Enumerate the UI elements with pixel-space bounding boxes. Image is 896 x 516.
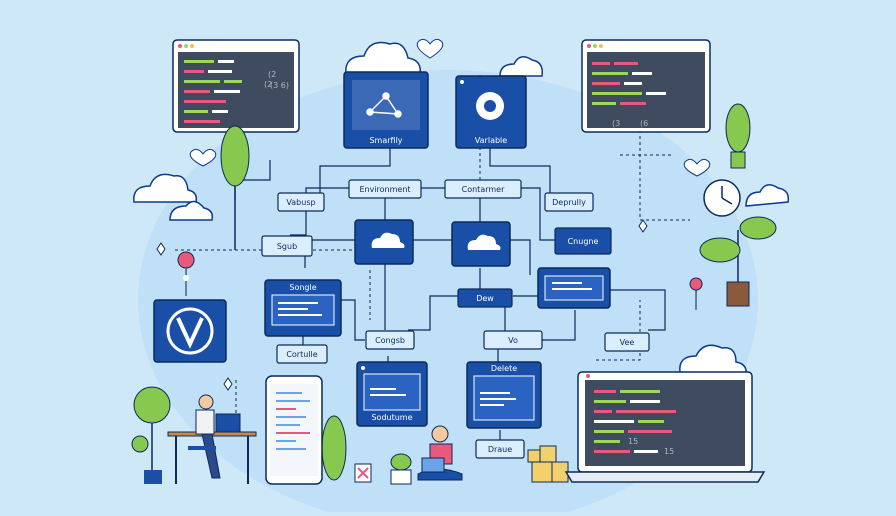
variable-label: Varlable bbox=[475, 136, 507, 145]
clock-icon bbox=[703, 179, 741, 217]
heart-icon bbox=[189, 148, 217, 167]
cloud-service-node[interactable] bbox=[451, 221, 511, 267]
environment-node[interactable]: Environment bbox=[348, 179, 422, 199]
code-fragment: (2 bbox=[268, 70, 276, 79]
vabusp-node[interactable]: Vabusp bbox=[277, 192, 325, 212]
songle-label: Songle bbox=[289, 283, 316, 292]
container-label: Contarmer bbox=[462, 185, 505, 194]
location-pin-icon bbox=[177, 251, 195, 297]
laptop-device: 15 15 bbox=[564, 371, 766, 483]
person-at-desk bbox=[167, 394, 257, 484]
plant-icon bbox=[220, 125, 250, 250]
vo-node[interactable]: Vo bbox=[483, 330, 543, 350]
tool-icon bbox=[354, 463, 372, 483]
boxes-icon bbox=[527, 445, 569, 483]
delete-window[interactable]: Delete bbox=[466, 361, 542, 429]
cloud-icon bbox=[467, 234, 501, 250]
dew-label: Dew bbox=[476, 294, 494, 303]
solutume-window[interactable]: Sodutume bbox=[356, 361, 428, 427]
songle-panel[interactable]: Songle bbox=[264, 279, 342, 337]
code-fragment: (3 bbox=[612, 119, 620, 128]
simplify-label: Smarfily bbox=[369, 136, 402, 145]
variable-node[interactable]: Varlable bbox=[455, 75, 527, 149]
solutume-label: Sodutume bbox=[371, 413, 412, 422]
gear-icon bbox=[476, 92, 504, 120]
cortulle-label: Cortulle bbox=[286, 350, 317, 359]
cloud-icon bbox=[745, 184, 790, 207]
vee-node[interactable]: Vee bbox=[604, 332, 650, 352]
heart-icon bbox=[416, 38, 444, 59]
heart-icon bbox=[683, 158, 711, 177]
code-fragment: 15 bbox=[628, 437, 638, 446]
code-window-top-left: (2 (2 (3 6) bbox=[172, 39, 300, 133]
draue-label: Draue bbox=[488, 445, 512, 454]
cloud-icon bbox=[371, 232, 405, 248]
vo-label: Vo bbox=[508, 336, 518, 345]
vee-label: Vee bbox=[620, 338, 635, 347]
dew-node[interactable]: Dew bbox=[457, 288, 513, 308]
cloud-icon bbox=[679, 344, 748, 377]
cnugne-node[interactable]: Cnugne bbox=[554, 227, 612, 255]
cnugne-label: Cnugne bbox=[568, 237, 599, 246]
plant-icon bbox=[390, 453, 412, 485]
person-with-laptop bbox=[417, 425, 463, 481]
plant-icon bbox=[725, 103, 751, 169]
phone-device bbox=[265, 375, 323, 485]
cortulle-node[interactable]: Cortulle bbox=[276, 344, 328, 364]
cloud-service-node[interactable] bbox=[354, 219, 414, 265]
plant-icon bbox=[699, 216, 777, 307]
simplify-node[interactable]: Smarfily bbox=[343, 71, 429, 149]
cloud-icon bbox=[133, 173, 214, 221]
code-window-top-right: (3 (6 bbox=[581, 39, 711, 133]
sparkle-icon bbox=[156, 219, 648, 391]
code-fragment: (3 6) bbox=[270, 81, 289, 90]
environment-label: Environment bbox=[359, 185, 410, 194]
cloud-icon bbox=[345, 41, 421, 75]
container-node[interactable]: Contarmer bbox=[444, 179, 522, 199]
plant-icon bbox=[131, 386, 171, 484]
deprully-label: Deprully bbox=[552, 198, 586, 207]
v-logo-icon bbox=[153, 299, 227, 363]
status-panel[interactable] bbox=[537, 267, 611, 309]
delete-title: Delete bbox=[491, 364, 517, 373]
code-fragment: (2 bbox=[264, 80, 272, 89]
sgub-label: Sgub bbox=[277, 242, 297, 251]
congsb-label: Congsb bbox=[375, 336, 405, 345]
congsb-node[interactable]: Congsb bbox=[365, 330, 415, 350]
code-fragment: 15 bbox=[664, 447, 674, 456]
network-graph-icon bbox=[366, 92, 402, 118]
plant-icon bbox=[321, 415, 347, 481]
location-pin-icon bbox=[689, 277, 703, 311]
code-fragment: (6 bbox=[640, 119, 648, 128]
draue-node[interactable]: Draue bbox=[475, 439, 525, 459]
sgub-node[interactable]: Sgub bbox=[261, 235, 313, 257]
cloud-icon bbox=[499, 56, 544, 77]
vabusp-label: Vabusp bbox=[286, 198, 315, 207]
deprully-node[interactable]: Deprully bbox=[544, 192, 594, 212]
